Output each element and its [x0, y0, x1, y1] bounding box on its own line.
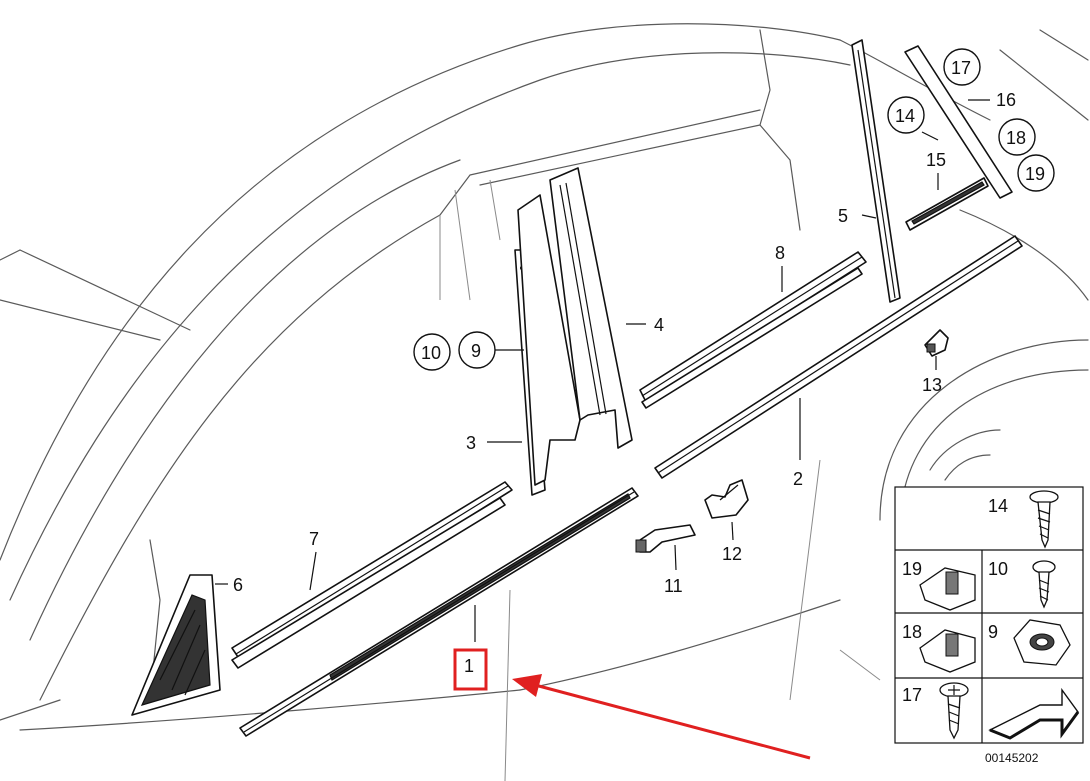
label-14: 14: [895, 106, 915, 126]
label-15: 15: [926, 150, 946, 170]
part-4-pillar-cover: [549, 167, 633, 449]
part-16-upper-trim: [904, 45, 1013, 199]
part-15-seal: [905, 177, 989, 231]
label-9: 9: [471, 341, 481, 361]
label-7: 7: [309, 529, 319, 549]
part-13-clip: [924, 329, 949, 357]
label-16: 16: [996, 90, 1016, 110]
fastener-grid: 14 19 10 18 9: [894, 486, 1084, 765]
red-arrow-icon: [512, 674, 542, 697]
clip-19-icon: [919, 567, 976, 611]
clip-18-icon: [919, 629, 976, 673]
label-17: 17: [951, 58, 971, 78]
grid-label-10: 10: [988, 559, 1008, 579]
grid-label-18: 18: [902, 622, 922, 642]
label-19: 19: [1025, 164, 1045, 184]
screw-14-icon: [1029, 490, 1059, 549]
label-1: 1: [464, 656, 474, 676]
direction-arrow-icon: [988, 687, 1080, 740]
label-6: 6: [233, 575, 243, 595]
highlight-annotation: [453, 648, 811, 760]
part-1-door-sill-strip: [239, 487, 639, 737]
part-12-bracket: [704, 479, 749, 519]
screw-17-icon: [939, 682, 969, 740]
highlight-box: [453, 648, 488, 691]
part-labels: 1 2 3 4 5 6 7 8 11 12 13 15 16 10 9 14 1…: [233, 48, 1055, 676]
nut-9-icon: [1013, 619, 1071, 666]
part-6-corner-trim: [131, 574, 221, 716]
grid-label-19: 19: [902, 559, 922, 579]
grid-label-14: 14: [988, 496, 1008, 516]
part-7-rear-door-weatherstrip: [231, 481, 513, 669]
grid-label-17: 17: [902, 685, 922, 705]
label-11: 11: [664, 576, 683, 596]
label-13: 13: [922, 375, 942, 395]
label-5: 5: [838, 206, 848, 226]
part-11-bracket: [635, 524, 696, 553]
label-18: 18: [1006, 128, 1026, 148]
label-4: 4: [654, 315, 664, 335]
part-8-window-channel: [639, 251, 867, 409]
part-2-outer-belt-strip: [654, 235, 1023, 479]
part-5-rear-frame-strip: [851, 39, 901, 303]
label-8: 8: [775, 243, 785, 263]
label-3: 3: [466, 433, 476, 453]
grid-label-9: 9: [988, 622, 998, 642]
label-10: 10: [421, 343, 441, 363]
car-body-outline: [0, 23, 1089, 781]
pillar-trim-panel: [517, 194, 581, 486]
catalog-number: 00145202: [985, 751, 1039, 765]
label-2: 2: [793, 469, 803, 489]
screw-10-icon: [1032, 560, 1056, 609]
leader-lines: [215, 99, 990, 642]
label-12: 12: [722, 544, 742, 564]
